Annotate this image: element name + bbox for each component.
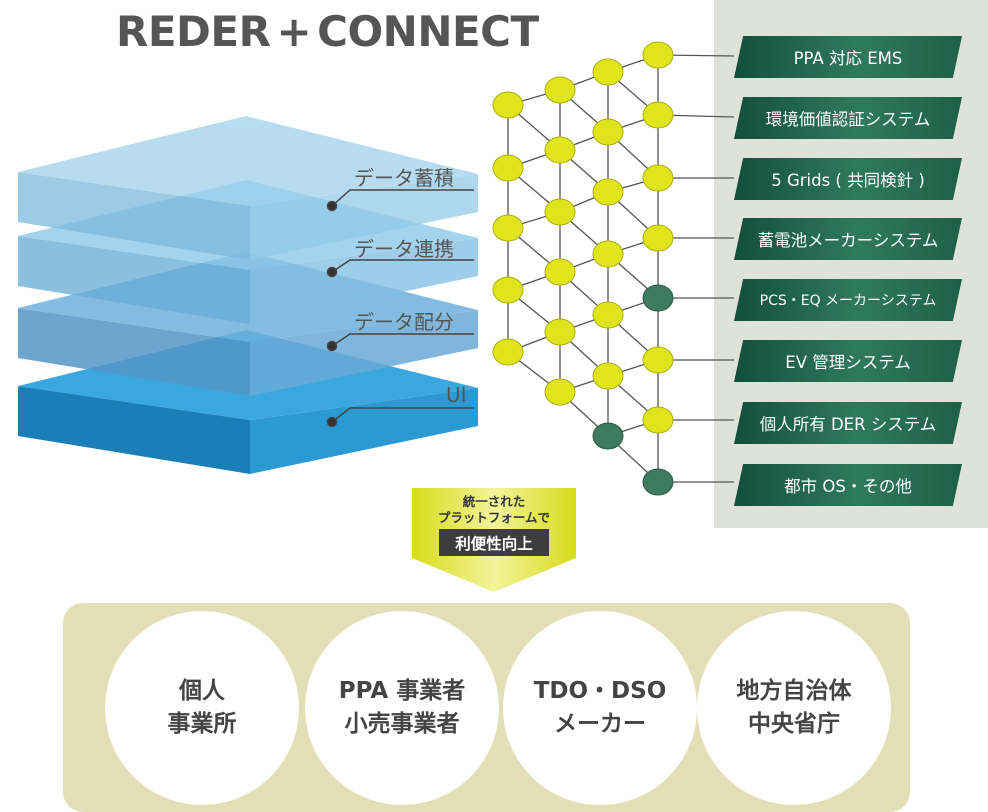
layer-stack — [18, 116, 478, 474]
network-node-yellow — [544, 258, 576, 286]
system-label-5grids: 5 Grids ( 共同検針 ) — [734, 158, 962, 200]
layer-data-storage — [18, 116, 478, 260]
stakeholder-tdo-dso: TDO・DSO メーカー — [503, 611, 697, 805]
network-node-yellow — [492, 338, 524, 366]
title-left: REDER — [116, 7, 271, 56]
stakeholder-line2: 小売事業者 — [344, 711, 460, 737]
network-node-yellow — [492, 154, 524, 182]
network-node-yellow — [544, 318, 576, 346]
network-node-yellow — [642, 101, 674, 129]
network-node-yellow — [642, 346, 674, 374]
network-node-yellow — [592, 58, 624, 86]
system-label-ev: EV 管理システム — [734, 340, 962, 382]
title-plus: + — [276, 7, 312, 56]
stakeholder-individual: 個人 事業所 — [105, 611, 299, 805]
network-node-green — [592, 422, 624, 450]
title-right: CONNECT — [317, 7, 539, 56]
network-node-yellow — [592, 178, 624, 206]
system-label-pcs-eq: PCS・EQ メーカーシステム — [734, 279, 962, 321]
system-label-battery: 蓄電池メーカーシステム — [734, 218, 962, 260]
stakeholder-line2: 中央省庁 — [748, 711, 840, 737]
layer-label-data-distribution: データ配分 — [354, 310, 454, 334]
network-node-yellow — [592, 118, 624, 146]
network-node-yellow — [642, 41, 674, 69]
network-diagram — [492, 41, 735, 496]
network-node-yellow — [544, 198, 576, 226]
network-node-yellow — [592, 240, 624, 268]
benefit-arrow: 統一された プラットフォームで 利便性向上 — [408, 488, 580, 592]
layer-label-ui: UI — [446, 383, 467, 407]
layer-label-data-storage: データ蓄積 — [354, 166, 454, 190]
page-title: REDER+CONNECT — [116, 6, 586, 58]
arrow-text-line2: プラットフォームで — [437, 510, 551, 525]
stakeholder-government: 地方自治体 中央省庁 — [697, 611, 891, 805]
network-node-yellow — [544, 76, 576, 104]
stakeholder-ppa-retail: PPA 事業者 小売事業者 — [305, 611, 499, 805]
network-node-yellow — [544, 136, 576, 164]
layer-label-data-linkage: データ連携 — [354, 237, 454, 261]
stakeholder-line1: PPA 事業者 — [338, 678, 466, 704]
system-label-city-os: 都市 OS・その他 — [734, 464, 962, 506]
network-node-yellow — [642, 164, 674, 192]
network-node-yellow — [642, 406, 674, 434]
network-node-yellow — [492, 214, 524, 242]
arrow-text-strong: 利便性向上 — [439, 529, 549, 556]
system-label-env-cert: 環境価値認証システム — [734, 97, 962, 139]
system-label-ppa-ems: PPA 対応 EMS — [734, 36, 962, 78]
stakeholder-line1: 個人 — [179, 678, 225, 704]
network-node-green — [642, 284, 674, 312]
network-node-yellow — [492, 276, 524, 304]
arrow-text-line1: 統一された — [462, 494, 526, 509]
network-node-yellow — [492, 91, 524, 119]
system-label-der: 個人所有 DER システム — [734, 402, 962, 444]
network-node-yellow — [544, 378, 576, 406]
stakeholder-line1: TDO・DSO — [533, 678, 667, 704]
network-node-green — [642, 468, 674, 496]
network-nodes — [492, 41, 674, 496]
network-node-yellow — [642, 224, 674, 252]
network-node-yellow — [592, 301, 624, 329]
network-edges — [507, 54, 735, 483]
stakeholder-line2: メーカー — [554, 711, 646, 737]
stakeholder-line2: 事業所 — [167, 711, 237, 737]
layer-leaders — [326, 189, 474, 428]
network-node-yellow — [592, 362, 624, 390]
stakeholder-line1: 地方自治体 — [736, 678, 852, 704]
